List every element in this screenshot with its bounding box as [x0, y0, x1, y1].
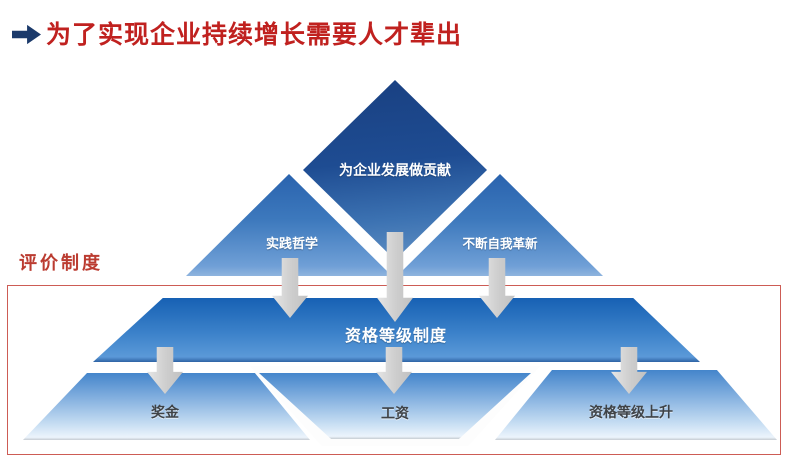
salary-label: 工资 — [381, 405, 409, 421]
qualification-band-label: 资格等级制度 — [344, 328, 447, 345]
evaluation-system-label: 评价制度 — [19, 253, 103, 273]
right-wing-label: 不断自我革新 — [462, 237, 538, 251]
bonus-label: 奖金 — [151, 404, 179, 420]
right-arrow-icon — [12, 24, 41, 45]
page-title: 为了实现企业持续增长需要人才辈出 — [46, 21, 463, 49]
rise-label: 资格等级上升 — [589, 404, 673, 420]
apex-label: 为企业发展做贡献 — [339, 162, 451, 178]
left-wing-label: 实践哲学 — [265, 236, 318, 251]
